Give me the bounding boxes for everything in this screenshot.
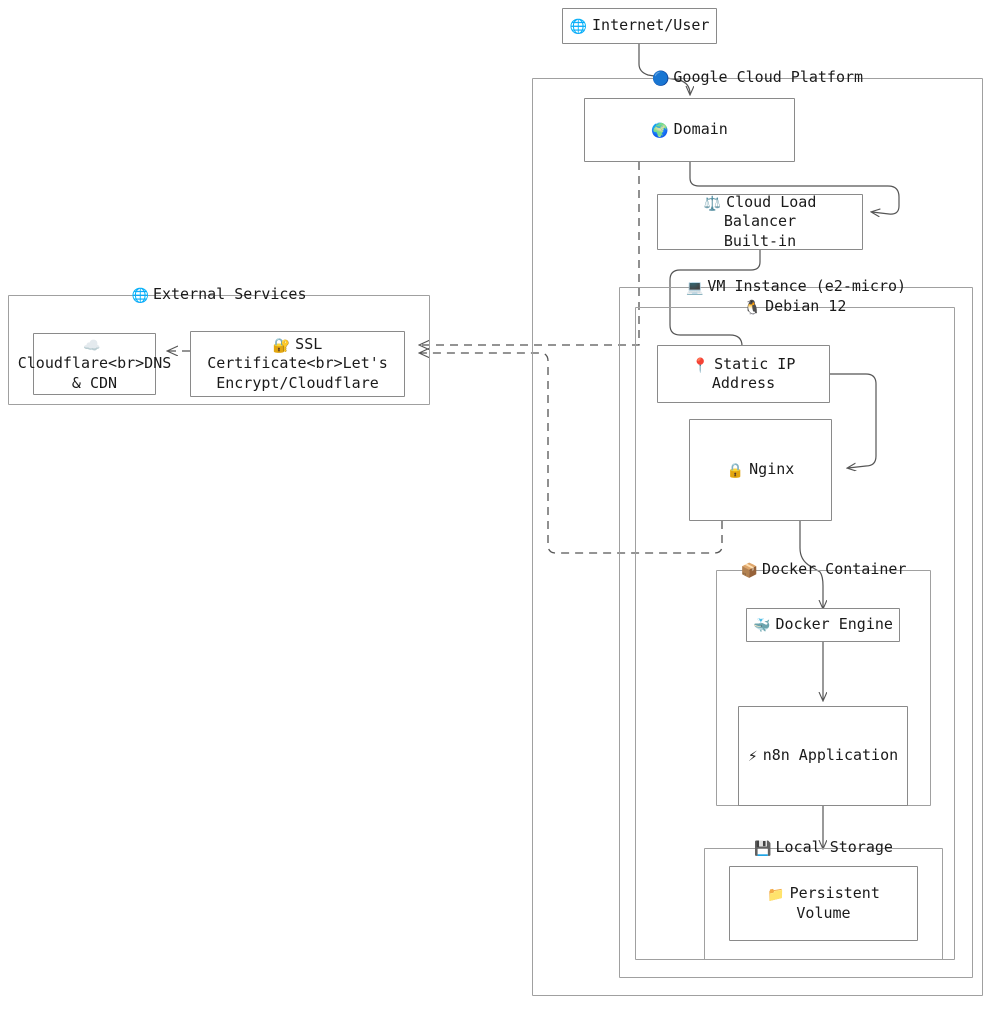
node-cloudflare[interactable]: ☁️Cloudflare<br>DNS & CDN: [18, 333, 171, 395]
node-label-cloudflare: ☁️Cloudflare<br>DNS & CDN: [17, 338, 172, 392]
node-internet-user[interactable]: 🌐Internet/User: [562, 8, 717, 44]
cluster-title-debian: 🐧Debian 12: [636, 297, 954, 315]
globe-americas-icon: 🌍: [651, 123, 669, 140]
node-label-n8n-application: ⚡n8n Application: [747, 746, 899, 766]
lock-icon: 🔒: [726, 463, 745, 480]
cluster-external-services: 🌐External Services: [8, 285, 430, 405]
node-label-ssl-certificate: 🔐SSL Certificate<br>Let's Encrypt/Cloudf…: [207, 335, 388, 392]
pin-icon: 📍: [691, 357, 710, 374]
cluster-google-cloud-platform: 🔵Google Cloud Platform: [532, 68, 983, 996]
node-label-internet-user: 🌐Internet/User: [569, 16, 710, 36]
cluster-title-vm-instance: 💻VM Instance (e2-micro): [620, 277, 972, 295]
cluster-title-docker-container: 📦Docker Container: [717, 560, 930, 578]
node-n8n-application[interactable]: ⚡n8n Application: [738, 706, 908, 806]
balance-scale-icon: ⚖️: [703, 196, 722, 213]
whale-icon: 🐳: [753, 618, 771, 635]
node-persistent-volume[interactable]: 📁Persistent Volume: [729, 866, 918, 941]
node-static-ip-address[interactable]: 📍Static IP Address: [657, 345, 830, 403]
cluster-label-docker-container: Docker Container: [761, 560, 907, 578]
globe-icon: 🌐: [569, 19, 588, 36]
locked-with-key-icon: 🔐: [272, 338, 291, 355]
cluster-label-local-storage: Local Storage: [775, 838, 893, 856]
laptop-icon: 💻: [685, 280, 704, 296]
cluster-local-storage: 💾Local Storage: [704, 838, 943, 960]
node-nginx[interactable]: 🔒Nginx: [689, 419, 832, 521]
cluster-label-gcp: Google Cloud Platform: [673, 68, 864, 86]
cluster-title-gcp: 🔵Google Cloud Platform: [533, 68, 982, 86]
node-docker-engine[interactable]: 🐳Docker Engine: [746, 608, 900, 642]
cluster-label-debian: Debian 12: [765, 297, 847, 315]
floppy-disk-icon: 💾: [754, 841, 772, 857]
cluster-vm-instance: 💻VM Instance (e2-micro): [619, 277, 973, 978]
cluster-label-external-services: External Services: [152, 285, 307, 303]
node-label-docker-engine: 🐳Docker Engine: [753, 615, 893, 635]
node-label-persistent-volume: 📁Persistent Volume: [767, 884, 880, 922]
node-label-domain: 🌍Domain: [651, 120, 728, 140]
cluster-title-external-services: 🌐External Services: [9, 285, 429, 303]
package-icon: 📦: [740, 563, 758, 579]
node-domain[interactable]: 🌍Domain: [584, 98, 795, 162]
cluster-title-local-storage: 💾Local Storage: [705, 838, 942, 856]
folder-icon: 📁: [767, 887, 785, 904]
penguin-icon: 🐧: [743, 300, 762, 316]
node-ssl-certificate[interactable]: 🔐SSL Certificate<br>Let's Encrypt/Cloudf…: [190, 331, 405, 397]
node-label-static-ip-address: 📍Static IP Address: [691, 354, 796, 392]
cluster-label-vm-instance: VM Instance (e2-micro): [707, 277, 907, 295]
cloud-icon: ☁️: [83, 338, 101, 355]
node-label-nginx: 🔒Nginx: [726, 460, 795, 480]
lightning-icon: ⚡: [747, 749, 758, 766]
blue-circle-icon: 🔵: [651, 71, 670, 87]
globe-icon: 🌐: [131, 288, 149, 304]
